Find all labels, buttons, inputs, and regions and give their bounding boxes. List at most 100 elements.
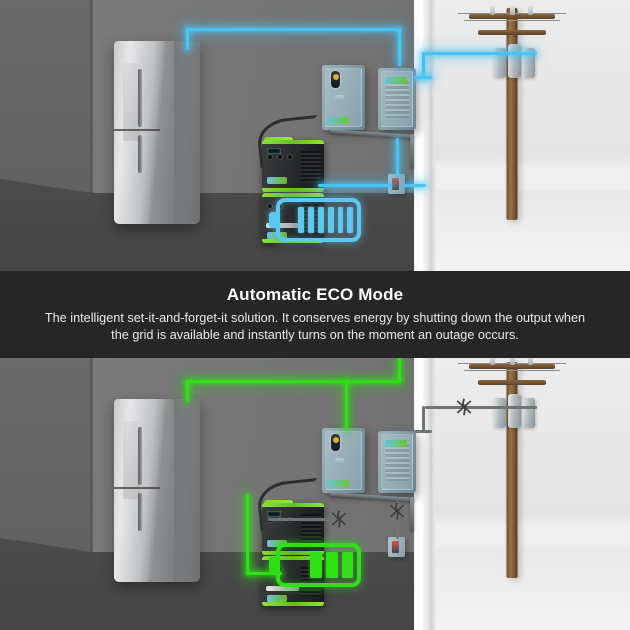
dead-line-panel-to-outlet [396, 501, 399, 539]
battery-cell [327, 206, 334, 234]
panel-logo [384, 76, 407, 84]
battery-cell [337, 206, 344, 234]
transfer-switch-panel-bottom[interactable] [322, 428, 365, 493]
indoor-room-top [0, 0, 430, 271]
fridge-side [174, 399, 200, 582]
panel-feed-line-bottom [345, 380, 348, 430]
dead-grid-line-outdoor [425, 406, 537, 409]
grid-line-drop-top [422, 52, 425, 78]
line-break-icon-outlet [388, 502, 406, 520]
refrigerator-top [114, 41, 200, 224]
pole-mast [506, 362, 518, 578]
outdoor-ground-bottom [425, 548, 630, 630]
pole-insulator-2 [510, 6, 515, 15]
outlet-box-bottom[interactable] [388, 537, 405, 557]
unit-trim-bottom [262, 188, 324, 192]
breaker-rows [384, 442, 410, 481]
unit-logo [266, 176, 287, 184]
page-title: Automatic ECO Mode [226, 285, 404, 305]
pole-insulator-1 [490, 358, 495, 365]
pole-insulator-3 [528, 358, 533, 365]
battery-cell [298, 206, 304, 234]
unit-trim-top [262, 556, 324, 560]
pole-insulator-1 [490, 6, 495, 15]
dead-line-outlet-to-unit [268, 518, 396, 521]
battery-cell [347, 206, 354, 234]
panel-to-outlet-line-top [396, 138, 399, 176]
panel-slot [334, 94, 345, 101]
ceiling-line-drop-right-bottom [398, 358, 401, 382]
unit-logo [266, 539, 287, 547]
pole-crossarm-lower [478, 380, 546, 385]
pole-insulator-3 [528, 6, 533, 15]
breaker-panel-top[interactable] [378, 68, 416, 130]
floor-bottom [0, 552, 430, 630]
unit-port-1 [266, 153, 273, 160]
wall-edge-top [414, 0, 430, 271]
unit-trim-top [262, 193, 324, 197]
unit-vent [301, 514, 321, 545]
wall-corner-bottom [90, 358, 93, 630]
pole-transformer-2 [508, 394, 521, 428]
fridge-display-panel [123, 63, 140, 141]
scene-grid-available [0, 0, 630, 271]
battery-shell [276, 198, 361, 242]
wall-edge-inner-bottom [430, 358, 435, 630]
breaker-panel-bottom[interactable] [378, 431, 416, 493]
unit-battery-slot [266, 223, 299, 228]
unit-port-1 [266, 203, 273, 209]
battery-shell [276, 543, 361, 587]
conduit-down-top [410, 134, 414, 168]
battery-cell [317, 206, 324, 234]
panel-logo [384, 439, 407, 447]
utility-pole-top [458, 6, 566, 220]
fridge-side [174, 41, 200, 224]
battery-icon-top [269, 198, 361, 242]
outlet-to-battery-line-top [318, 184, 392, 187]
unit-trim-top [262, 503, 324, 507]
pole-wire-2 [464, 370, 560, 371]
battery-output-line-base-bottom [246, 572, 282, 575]
ceiling-line-drop-right-top [398, 28, 401, 66]
panel-dial[interactable] [329, 70, 341, 90]
power-station-unit-upper [262, 137, 324, 192]
unit-display [266, 511, 281, 518]
ceiling-line-drop-left-top [186, 28, 189, 50]
caption-band: Automatic ECO Mode The intelligent set-i… [0, 271, 630, 358]
floor-top [0, 193, 430, 271]
unit-port-3 [286, 153, 293, 160]
panel-dial[interactable] [329, 433, 341, 453]
battery-cell [325, 551, 338, 579]
conduit-down-bottom [410, 497, 414, 531]
unit-logo [266, 595, 287, 602]
pole-transformer-1 [493, 398, 506, 428]
pole-wire-2 [464, 20, 560, 21]
outlet-box-top[interactable] [388, 174, 405, 194]
pole-crossarm-upper [469, 14, 555, 19]
transfer-switch-panel-top[interactable] [322, 65, 365, 130]
unit-trim-bottom [262, 602, 324, 606]
dead-grid-line-to-breaker [414, 430, 432, 433]
battery-terminal [269, 557, 276, 573]
unit-trim-top [262, 140, 324, 144]
battery-cells [298, 206, 354, 234]
pole-mast [506, 8, 518, 220]
utility-pole-bottom [458, 358, 566, 578]
dead-grid-line-drop [422, 406, 425, 432]
wall-edge-inner-top [430, 0, 435, 271]
caption-body: The intelligent set-it-and-forget-it sol… [44, 311, 586, 342]
line-break-icon-pole [455, 398, 473, 416]
fridge-handle-lower [138, 493, 142, 531]
panel-logo [327, 479, 350, 487]
grid-line-outdoor-top [425, 52, 537, 55]
pole-transformer-1 [493, 48, 506, 78]
outdoor-ground-top [425, 189, 630, 271]
panel-slot [334, 457, 345, 464]
scene-grid-outage [0, 358, 630, 630]
ceiling-line-bottom [186, 380, 401, 383]
power-station-stack-bottom [262, 500, 324, 607]
battery-output-line-bottom [246, 494, 249, 574]
battery-cell [341, 551, 354, 579]
fridge-handle-upper [138, 427, 142, 485]
battery-terminal [269, 212, 276, 228]
